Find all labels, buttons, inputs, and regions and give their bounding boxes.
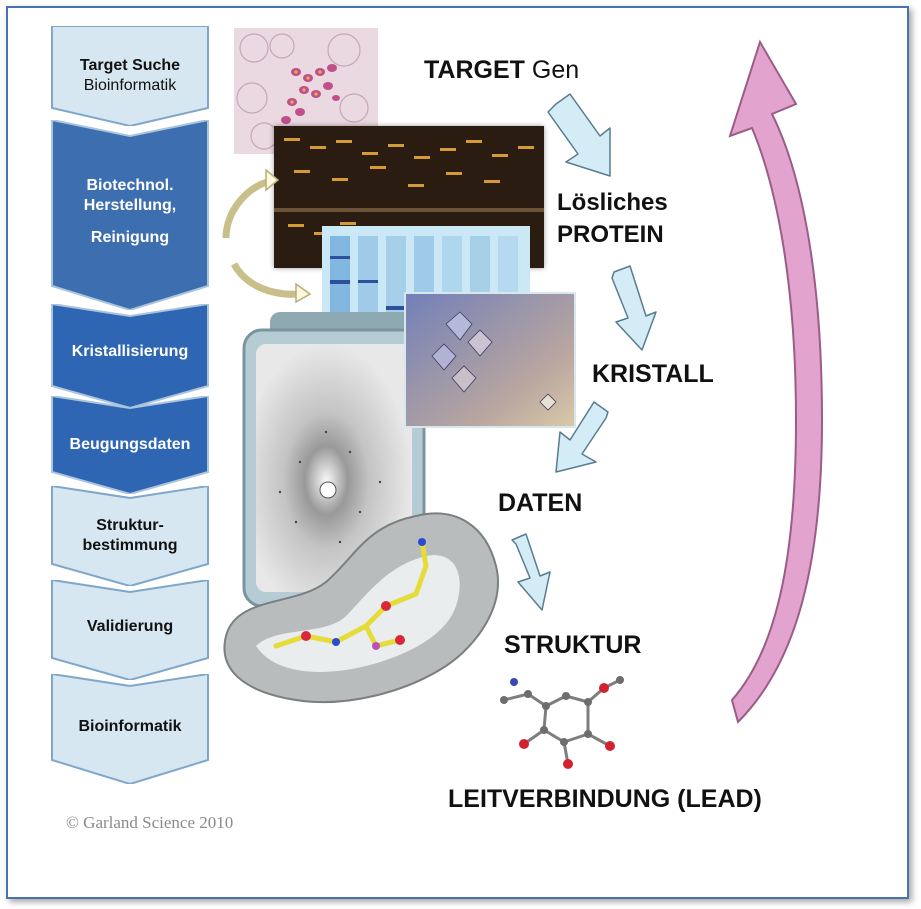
label-kristall: KRISTALL bbox=[592, 360, 714, 388]
label-struktur: STRUKTUR bbox=[504, 631, 642, 659]
step-title-line2: bestimmung bbox=[82, 537, 178, 554]
flow-arrow-icon bbox=[611, 265, 657, 351]
chevron-shape bbox=[51, 26, 209, 126]
step-validierung: Validierung bbox=[50, 580, 210, 680]
label-protein: Lösliches PROTEIN bbox=[557, 187, 668, 250]
label-target-bold: TARGET bbox=[424, 56, 525, 84]
flow-arrow-icon bbox=[511, 533, 551, 611]
protein-ligand-surface-image bbox=[216, 486, 510, 712]
chevron-shape bbox=[51, 486, 209, 586]
chevron-shape bbox=[51, 120, 209, 310]
step-title: Target Suche bbox=[79, 57, 181, 74]
cycle-arrow-icon bbox=[728, 39, 824, 724]
step-kristallisierung: Kristallisierung bbox=[50, 304, 210, 408]
flow-arrow-icon bbox=[555, 401, 609, 473]
flow-arrow-icon bbox=[547, 93, 611, 177]
step-title-line2: Herstellung, bbox=[83, 197, 177, 214]
step-target-suche: Target Suche Bioinformatik bbox=[50, 26, 210, 126]
step-title: Beugungsdaten bbox=[69, 436, 191, 453]
step-subtitle: Bioinformatik bbox=[83, 77, 177, 94]
label-target-rest: Gen bbox=[531, 56, 580, 84]
step-title: Validierung bbox=[86, 618, 174, 635]
step-title-line3: Reinigung bbox=[90, 229, 170, 246]
label-lead: LEITVERBINDUNG (LEAD) bbox=[448, 785, 762, 813]
step-bioinformatik: Bioinformatik bbox=[50, 674, 210, 784]
chevron-shape bbox=[51, 674, 209, 784]
label-target-gen: TARGET Gen bbox=[424, 56, 579, 85]
protein-crystals-image bbox=[404, 292, 576, 428]
step-beugungsdaten: Beugungsdaten bbox=[50, 396, 210, 494]
chevron-shape bbox=[51, 304, 209, 408]
copyright-notice: © Garland Science 2010 bbox=[66, 813, 234, 832]
lead-molecule-image bbox=[484, 660, 634, 780]
label-protein-line1: Lösliches bbox=[557, 189, 668, 216]
step-title: Struktur- bbox=[96, 517, 164, 534]
step-herstellung: Biotechnol. Herstellung, Reinigung bbox=[50, 120, 210, 310]
label-daten: DATEN bbox=[498, 489, 583, 517]
step-strukturbestimmung: Struktur- bestimmung bbox=[50, 486, 210, 586]
chevron-shape bbox=[51, 580, 209, 680]
chevron-shape bbox=[51, 396, 209, 494]
step-title: Kristallisierung bbox=[71, 343, 189, 360]
recycle-arrows-icon bbox=[216, 168, 316, 304]
step-title: Biotechnol. bbox=[86, 177, 174, 194]
step-title: Bioinformatik bbox=[78, 718, 182, 735]
label-protein-line2: PROTEIN bbox=[557, 220, 664, 248]
